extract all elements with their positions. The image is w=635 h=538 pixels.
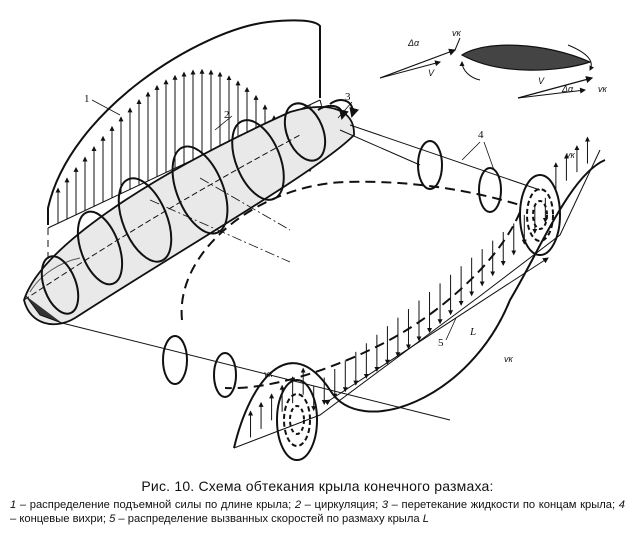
label-span: L <box>469 326 476 338</box>
caption-item-4-text: концевые вихри; <box>19 513 106 525</box>
caption-legend: 1 – распределение подъемной силы по длин… <box>10 499 625 525</box>
lift-distribution <box>47 19 326 270</box>
caption-item-1-num: 1 <box>10 499 17 511</box>
label-1: 1 <box>84 93 90 105</box>
wing <box>23 106 355 326</box>
caption-item-4-num: 4 <box>618 499 625 511</box>
caption-item-5-text: распределение вызванных скоростей по раз… <box>127 513 420 525</box>
tip-vortices <box>162 140 561 461</box>
label-2: 2 <box>224 109 230 121</box>
figure-labels: 1 2 3 4 5 L vк vк vк vк vк V V Δα Δα <box>84 28 608 379</box>
wing-flow-diagram: 1 2 3 4 5 L vк vк vк vк vк V V Δα Δα <box>23 19 608 461</box>
label-5: 5 <box>438 337 444 349</box>
induced-velocity-distribution <box>233 136 606 449</box>
velocity-arrows <box>248 136 590 438</box>
label-vk-4: vк <box>264 369 274 379</box>
label-vk-1: vк <box>452 28 462 38</box>
caption-item-5-num: 5 <box>109 513 116 525</box>
airfoil-inset <box>379 37 595 99</box>
label-dalpha-1: Δα <box>407 38 420 48</box>
label-vk-2: vк <box>598 84 608 94</box>
label-vk-3: vк <box>566 150 576 160</box>
caption-item-2-text: циркуляция; <box>314 499 379 511</box>
label-dalpha-2: Δα <box>561 84 574 94</box>
caption-item-3-text: перетекание жидкости по концам крыла; <box>401 499 616 511</box>
caption-item-3-num: 3 <box>381 499 389 511</box>
circulation-loops <box>40 99 359 315</box>
figure-caption: Рис. 10. Схема обтекания крыла конечного… <box>0 478 635 526</box>
caption-item-2-num: 2 <box>294 499 302 511</box>
label-4: 4 <box>478 129 484 141</box>
caption-span-symbol: L <box>422 513 429 525</box>
label-vk-5: vк <box>504 354 514 364</box>
label-3: 3 <box>345 91 351 103</box>
caption-item-1-text: распределение подъемной силы по длине кр… <box>29 499 292 511</box>
label-v-1: V <box>428 68 435 78</box>
label-v-2: V <box>538 76 545 86</box>
caption-title: Рис. 10. Схема обтекания крыла конечного… <box>141 478 494 494</box>
